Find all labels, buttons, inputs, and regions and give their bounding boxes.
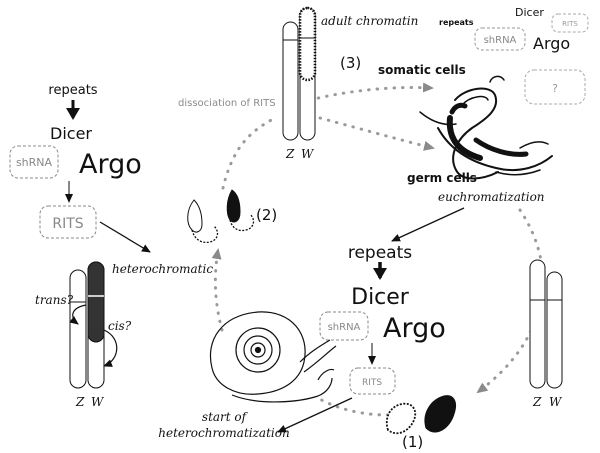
heterochromatic-label: heterochromatic bbox=[112, 262, 213, 276]
snail-shell-base bbox=[211, 367, 259, 395]
trans-label: trans? bbox=[35, 293, 74, 307]
center-rits-label: RITS bbox=[362, 378, 382, 388]
step-1-chromosomes bbox=[385, 395, 457, 435]
step-2-label: (2) bbox=[256, 206, 277, 224]
center-pathway: repeats Dicer shRNA Argo RITS bbox=[319, 243, 446, 395]
tr-question-label: ? bbox=[552, 82, 558, 95]
snail-shell-whorl-3 bbox=[250, 342, 266, 358]
tr-dicer-label: Dicer bbox=[515, 6, 544, 19]
right-zw-chromosomes: Z W bbox=[529, 259, 563, 409]
snail-tentacle-1 bbox=[299, 339, 331, 363]
euchromatization-to-repeats-arrow bbox=[391, 207, 465, 242]
snail-shell-outline bbox=[210, 311, 306, 395]
center-rits-box bbox=[349, 367, 396, 395]
snail-shell-center bbox=[254, 346, 262, 354]
left-dicer-label: Dicer bbox=[50, 124, 92, 143]
left-rits-to-heterochromatic-arrow bbox=[99, 221, 151, 253]
right-z-chromosome bbox=[529, 259, 546, 389]
left-argo-label: Argo bbox=[79, 149, 142, 180]
arrow-step2-to-step3 bbox=[221, 116, 277, 190]
step2-left-arm-top bbox=[187, 199, 203, 233]
step-3-label: (3) bbox=[340, 54, 361, 72]
left-w-label: W bbox=[91, 395, 105, 409]
heterochromatization-label: heterochromatization bbox=[158, 426, 289, 440]
step1-right-chromosome bbox=[424, 395, 457, 433]
arrow-snail-to-step2 bbox=[211, 248, 224, 332]
tr-rits-box bbox=[551, 13, 589, 33]
arrow-to-somatic-cells bbox=[308, 82, 434, 102]
step-1-label: (1) bbox=[402, 433, 423, 451]
right-z-label: Z bbox=[532, 395, 542, 409]
top-w-label: W bbox=[301, 147, 315, 161]
adult-chromatin-label: adult chromatin bbox=[321, 14, 418, 28]
center-dicer-label: Dicer bbox=[351, 285, 410, 310]
step2-right-arm-top bbox=[226, 189, 241, 223]
left-zw-chromosomes: trans? cis? Z W bbox=[35, 261, 132, 409]
start-of-label: start of bbox=[202, 410, 249, 424]
germ-cells-label: germ cells bbox=[407, 171, 477, 185]
left-rits-label: RITS bbox=[52, 216, 83, 232]
dissociation-label: dissociation of RITS bbox=[178, 98, 276, 109]
cis-arrow bbox=[103, 329, 118, 367]
left-w-heterochromatin bbox=[87, 261, 105, 343]
right-w-label: W bbox=[549, 395, 563, 409]
left-rits-box bbox=[39, 205, 97, 239]
tr-shrna-label: shRNA bbox=[484, 35, 517, 46]
tr-question-box bbox=[524, 69, 586, 105]
tr-argo-label: Argo bbox=[533, 34, 570, 53]
snail-illustration bbox=[210, 311, 337, 403]
left-repeats-label: repeats bbox=[48, 83, 97, 98]
right-w-chromosome bbox=[546, 271, 563, 389]
top-zw-chromosomes: Z W bbox=[282, 6, 317, 161]
rits-to-start-arrow bbox=[277, 397, 353, 433]
tr-shrna-box bbox=[474, 27, 526, 51]
center-repeats-label: repeats bbox=[348, 243, 412, 263]
step1-left-chromosome bbox=[385, 402, 417, 435]
left-shrna-box bbox=[9, 145, 59, 179]
step-2-chromosomes bbox=[187, 189, 255, 244]
cycle-dotted-arrows bbox=[211, 82, 545, 417]
center-argo-label: Argo bbox=[383, 313, 446, 344]
left-shrna-label: shRNA bbox=[16, 156, 53, 169]
arrow-euchromatization-to-step1 bbox=[476, 208, 545, 394]
arrow-to-germ-cells bbox=[318, 116, 435, 151]
step2-right-arm-bottom bbox=[229, 213, 255, 232]
arrow-step1-to-snail bbox=[316, 396, 390, 417]
left-z-label: Z bbox=[75, 395, 85, 409]
left-pathway: repeats Dicer shRNA Argo RITS heterochro… bbox=[9, 83, 213, 409]
snail-shell-whorl-2 bbox=[243, 335, 273, 365]
top-w-speckled-region bbox=[298, 6, 317, 82]
trans-arrow bbox=[69, 304, 87, 325]
top-z-label: Z bbox=[285, 147, 295, 161]
euchromatization-label: euchromatization bbox=[438, 190, 545, 204]
snail-head bbox=[317, 368, 335, 381]
center-shrna-label: shRNA bbox=[328, 322, 361, 333]
worm-illustration bbox=[419, 75, 553, 180]
snail-shell-whorl-1 bbox=[235, 327, 281, 373]
tr-repeats-label: repeats bbox=[439, 18, 474, 27]
tr-rits-label: RITS bbox=[562, 20, 578, 28]
center-shrna-box bbox=[319, 311, 369, 341]
top-right-pathway: Dicer repeats shRNA RITS Argo ? bbox=[439, 6, 589, 105]
snail-foot bbox=[231, 377, 333, 403]
cis-label: cis? bbox=[108, 319, 132, 333]
somatic-cells-label: somatic cells bbox=[378, 63, 466, 77]
top-z-chromosome bbox=[282, 21, 299, 141]
snail-tentacle-2 bbox=[303, 345, 337, 373]
left-z-chromosome bbox=[69, 269, 87, 389]
